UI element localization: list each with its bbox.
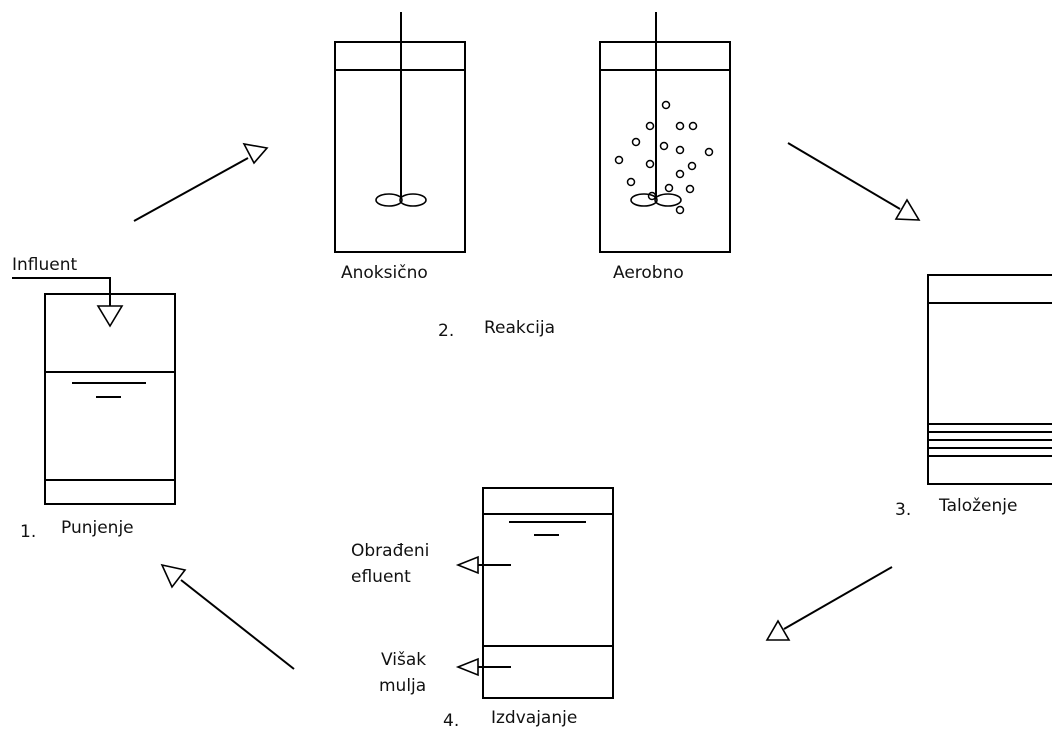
stage-3-number: 3.	[895, 500, 912, 520]
aerobic-label: Aerobno	[613, 263, 684, 283]
arrow-decant-to-fill	[160, 563, 295, 670]
stage-1-name: Punjenje	[61, 518, 134, 538]
aerator-blade-left	[630, 193, 658, 207]
treated-effluent-label-line1: Obrađeni	[351, 541, 430, 561]
arrow-reaction-to-settling	[787, 142, 921, 221]
treated-effluent-label-line2: efluent	[351, 567, 411, 587]
stage-2-number: 2.	[438, 321, 455, 341]
stage-4-number: 4.	[443, 711, 460, 731]
excess-sludge-label-line2: mulja	[379, 676, 427, 696]
arrow-settling-to-decant	[765, 566, 893, 641]
anoxic-label: Anoksično	[341, 263, 428, 283]
influent-pipe	[12, 277, 124, 328]
aerator-blade-right	[654, 193, 682, 207]
tank-decant	[482, 487, 614, 699]
mixer-blade-left	[375, 193, 403, 207]
tank-settling	[927, 274, 1052, 485]
effluent-outlet	[455, 555, 511, 575]
arrow-fill-to-reaction	[133, 142, 269, 222]
stage-4-name: Izdvajanje	[491, 708, 578, 728]
stage-1-number: 1.	[20, 522, 37, 542]
stage-2-name: Reakcija	[484, 318, 555, 338]
air-bubbles	[614, 100, 714, 215]
tank-anoxic	[334, 12, 466, 253]
sludge-outlet	[455, 657, 511, 677]
mixer-blade-right	[399, 193, 427, 207]
excess-sludge-label-line1: Višak	[381, 650, 427, 670]
influent-label: Influent	[12, 255, 78, 275]
tank-aerobic	[599, 12, 731, 253]
stage-3-name: Taloženje	[939, 496, 1018, 516]
